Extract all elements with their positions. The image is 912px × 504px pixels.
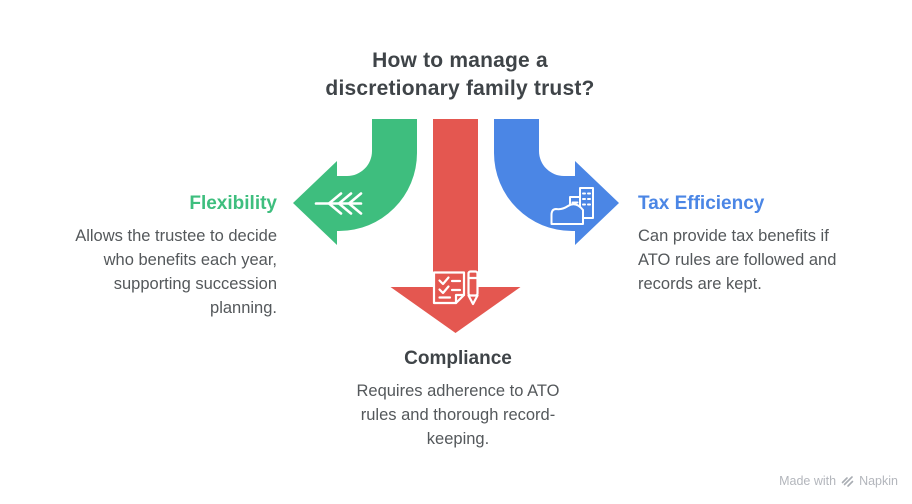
flexibility-section: Flexibility Allows the trustee to decide…	[10, 192, 277, 320]
branch-arrow-icon	[314, 192, 363, 215]
compliance-section: Compliance Requires adherence to ATO rul…	[297, 347, 619, 451]
flexibility-body-line: planning.	[210, 299, 277, 317]
flexibility-arrow	[293, 119, 417, 245]
hand-buildings-icon	[550, 187, 594, 225]
straight-down-arrow-shape	[390, 119, 521, 333]
compliance-body-line: keeping.	[426, 430, 490, 448]
tax-efficiency-body-line: ATO rules are followed and	[638, 251, 837, 269]
page-title: How to manage a discretionary family tru…	[260, 47, 660, 103]
compliance-body-line: Requires adherence to ATO	[356, 382, 560, 400]
tax-efficiency-section: Tax Efficiency Can provide tax benefits …	[638, 192, 900, 296]
hand-shape	[550, 203, 584, 225]
page-title-line-2: discretionary family trust?	[325, 77, 595, 100]
checklist-pen-icon	[432, 270, 479, 306]
tax-efficiency-heading: Tax Efficiency	[638, 193, 765, 214]
compliance-body: Requires adherence to ATO rules and thor…	[297, 379, 619, 451]
napkin-logo-icon	[841, 475, 854, 487]
curved-right-arrow-shape	[494, 119, 619, 245]
compliance-arrow	[390, 119, 521, 333]
compliance-body-line: rules and thorough record-	[360, 406, 556, 424]
napkin-watermark-link[interactable]: Made with Napkin	[779, 474, 898, 488]
flexibility-body-line: who benefits each year,	[103, 251, 277, 269]
watermark-brand: Napkin	[859, 474, 898, 488]
flexibility-body: Allows the trustee to decide who benefit…	[10, 224, 277, 320]
tax-efficiency-body-line: Can provide tax benefits if	[638, 227, 829, 245]
compliance-heading: Compliance	[404, 348, 512, 369]
tax-efficiency-arrow	[494, 119, 619, 245]
curved-left-arrow-shape	[293, 119, 417, 245]
tax-efficiency-body-line: records are kept.	[638, 275, 762, 293]
flexibility-body-line: Allows the trustee to decide	[75, 227, 277, 245]
watermark-prefix: Made with	[779, 474, 837, 488]
flexibility-body-line: supporting succession	[113, 275, 277, 293]
flexibility-heading: Flexibility	[189, 193, 277, 214]
page-title-line-1: How to manage a	[372, 49, 548, 72]
tax-efficiency-body: Can provide tax benefits if ATO rules ar…	[638, 224, 900, 296]
